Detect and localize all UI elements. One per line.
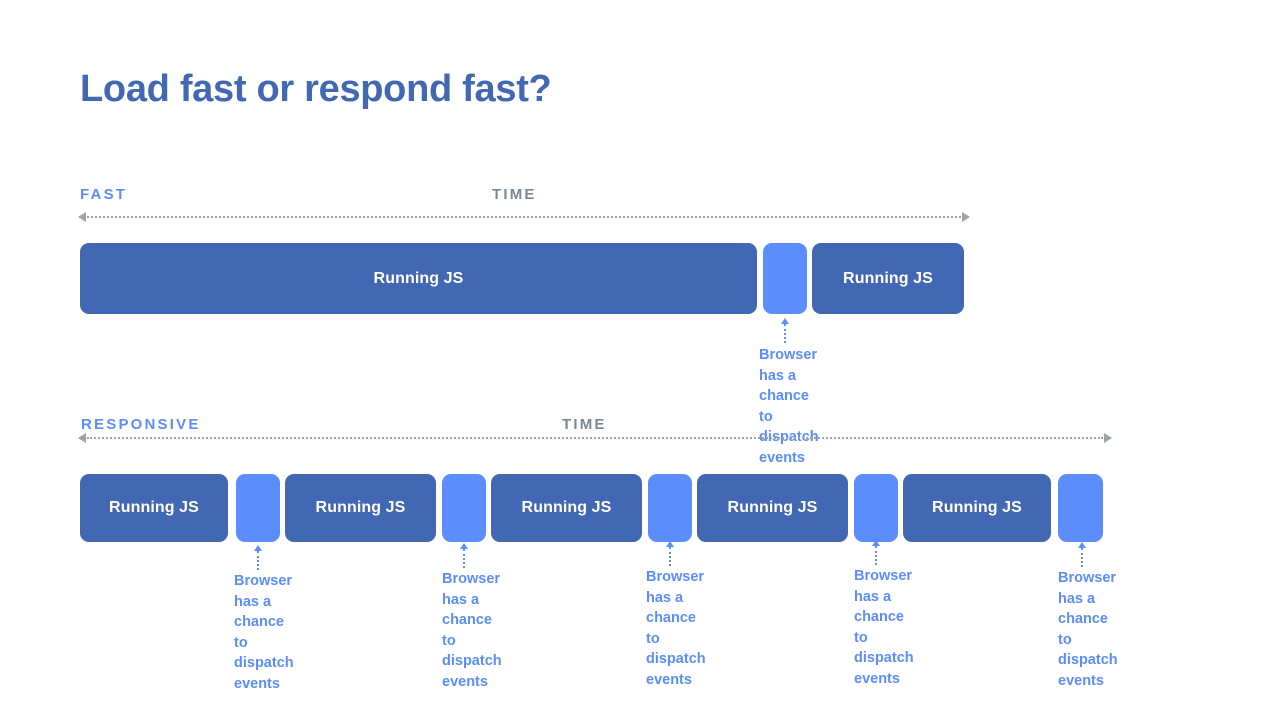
timeline-block-gap[interactable] [1058,474,1103,542]
timeline-block-gap[interactable] [236,474,280,542]
callout-text: Browser has a chance to dispatch events [759,347,819,466]
time-label-row-1: TIME [492,186,537,203]
page-title: Load fast or respond fast? [80,68,552,110]
timeline-block-gap[interactable] [763,243,807,314]
dotted-line [87,437,1103,439]
timeline-block-js[interactable]: Running JS [697,474,848,542]
arrow-right-icon [962,212,970,222]
timeline-block-js[interactable]: Running JS [812,243,964,314]
callout-arrow-up-icon [1078,542,1086,567]
timeline-block-gap[interactable] [442,474,486,542]
callout-text: Browser has a chance to dispatch events [646,569,706,688]
callout-text: Browser has a chance to dispatch events [854,568,914,687]
dotted-line [87,216,961,218]
timeline-block-js[interactable]: Running JS [285,474,436,542]
arrow-right-icon [1104,433,1112,443]
callout-arrow-up-icon [781,318,789,343]
callout-text: Browser has a chance to dispatch events [234,573,294,692]
timeline-block-js[interactable]: Running JS [80,474,228,542]
row-label-fast: FAST [80,186,128,203]
callout-text: Browser has a chance to dispatch events [1058,570,1118,689]
row-label-responsive: RESPONSIVE [81,416,201,433]
arrow-left-icon [78,433,86,443]
timeline-block-js[interactable]: Running JS [491,474,642,542]
arrow-left-icon [78,212,86,222]
timeline-block-js[interactable]: Running JS [903,474,1051,542]
callout-arrow-up-icon [872,540,880,565]
timeline-block-gap[interactable] [648,474,692,542]
timeline-block-js[interactable]: Running JS [80,243,757,314]
callout-arrow-up-icon [460,543,468,568]
timeline-block-gap[interactable] [854,474,898,542]
callout-arrow-up-icon [254,545,262,570]
callout-arrow-up-icon [666,541,674,566]
time-label-row-2: TIME [562,416,607,433]
callout-text: Browser has a chance to dispatch events [442,571,502,690]
time-axis-row-2 [78,432,1112,444]
time-axis-row-1 [78,211,970,223]
